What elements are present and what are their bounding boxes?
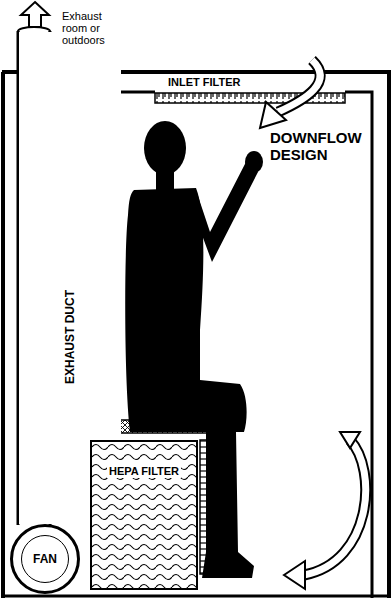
flow-design-label: DOWNFLOW DESIGN <box>270 130 370 163</box>
hepa-filter: HEPA FILTER <box>90 440 198 590</box>
exhaust-note: Exhaust room or outdoors <box>62 10 116 46</box>
return-arrow <box>284 432 366 589</box>
node-text: EXHAUST DUCT <box>62 288 78 386</box>
node-text: FAN <box>31 551 59 567</box>
cabinet-frame <box>2 27 389 598</box>
inlet-filter-label: INLET FILTER <box>168 76 278 88</box>
node-text: HEPA FILTER <box>107 464 181 478</box>
fan-circle: FAN <box>10 524 80 594</box>
inflow-arrow <box>260 60 320 128</box>
exhaust-arrow <box>21 2 49 27</box>
